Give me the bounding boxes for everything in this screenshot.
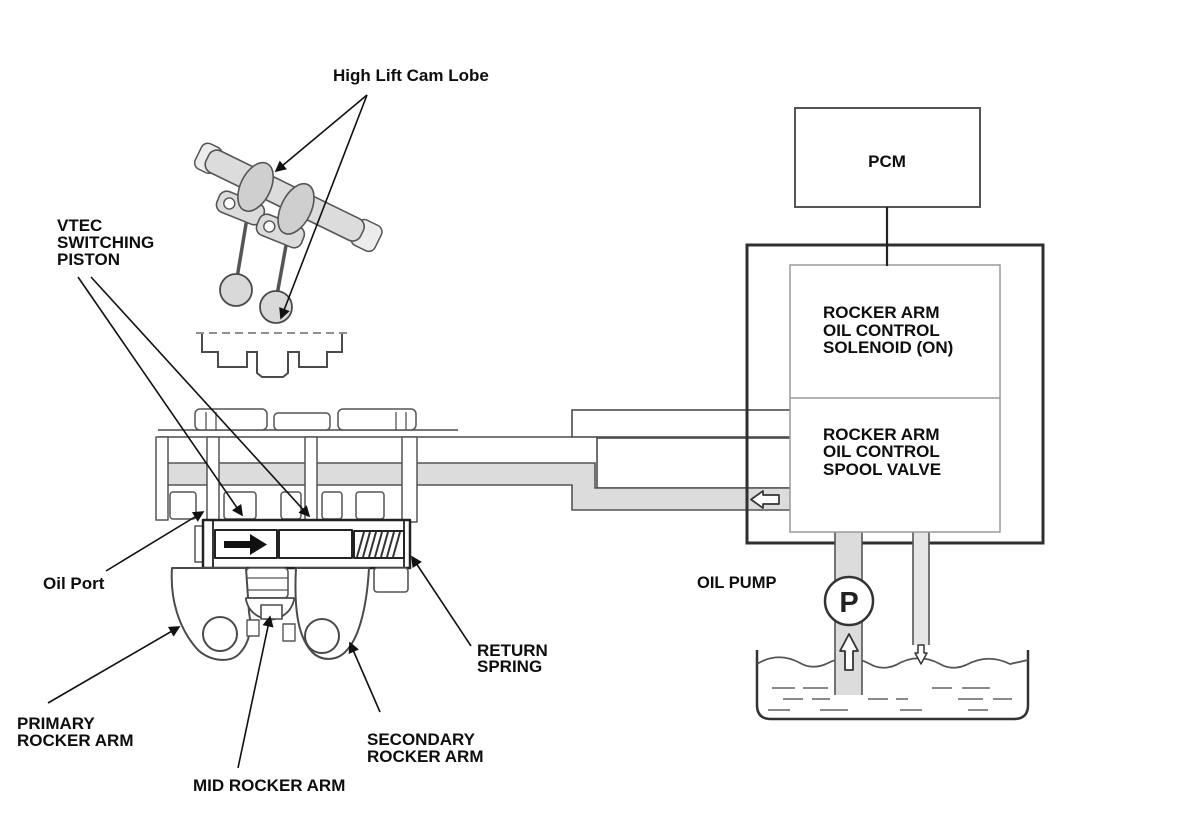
arm-clip: [246, 619, 260, 637]
oil-pan-outline: [755, 650, 1030, 721]
label-spool-valve: ROCKER ARM OIL CONTROL SPOOL VALVE: [823, 425, 941, 479]
label-line: OIL CONTROL: [823, 442, 940, 461]
pointer-primary-rocker-arm: [47, 626, 181, 704]
label-primary-rocker-arm: PRIMARY ROCKER ARM: [17, 714, 133, 750]
rocker-body-detail: [169, 491, 197, 520]
pointer-arrows: [47, 94, 472, 769]
oil-channel: [304, 436, 318, 523]
rocker-arm-assembly: [155, 408, 572, 661]
return-chamber: [596, 437, 801, 489]
secondary-rocker-arm-hole: [304, 618, 340, 654]
label-line: RETURN: [477, 641, 548, 660]
return-spring-coil: [353, 530, 405, 559]
label-line: PISTON: [57, 250, 120, 269]
label-line: ROCKER ARM: [823, 303, 939, 322]
pcm-box: [794, 107, 981, 208]
rocker-body-detail: [321, 491, 343, 520]
return-oil-passages: [571, 409, 801, 489]
label-line: SOLENOID (ON): [823, 338, 953, 357]
valve-head: [219, 273, 253, 307]
label-return-spring: RETURN SPRING: [477, 641, 548, 676]
label-line: ROCKER ARM: [17, 731, 133, 750]
primary-rocker-arm-hole: [202, 616, 238, 652]
label-pcm: PCM: [868, 152, 906, 171]
arm-clip: [282, 623, 296, 642]
label-line: SWITCHING: [57, 233, 154, 252]
label-mid-rocker-arm: MID ROCKER ARM: [193, 776, 345, 795]
vtec-switching-piston-b: [278, 529, 353, 559]
label-line: SPOOL VALVE: [823, 460, 941, 479]
head-cross-section: [201, 334, 343, 378]
oil-texture-dashes: [768, 687, 1012, 711]
flow-arrow-down-icon: [914, 644, 928, 665]
rocker-body-detail: [355, 491, 385, 520]
mid-rocker-guide: [245, 567, 289, 599]
pointer-vtec-piston-1: [77, 276, 243, 517]
upper-return-pipe: [571, 409, 801, 438]
label-line: PRIMARY: [17, 714, 95, 733]
oil-channel: [401, 436, 418, 523]
valve-stem: [275, 239, 289, 296]
piston-pressure-arrow-icon: [224, 534, 267, 555]
drain-pipe: [912, 528, 930, 645]
label-oil-pump: OIL PUMP: [697, 574, 776, 592]
valve-stem: [235, 217, 249, 279]
pointer-high-lift-cam-lobe-1: [274, 94, 368, 173]
mid-rocker-pad: [260, 604, 283, 620]
label-line: OIL CONTROL: [823, 321, 940, 340]
valve-head: [259, 290, 293, 324]
solenoid-spool-box: [789, 264, 1001, 533]
high-lift-cam-lobe-shape: [237, 161, 275, 212]
oil-pan: [755, 650, 1030, 721]
camshaft-illustration: [193, 142, 383, 324]
high-lift-cam-lobe-shape: [277, 182, 315, 235]
secondary-arm-bracket: [373, 567, 409, 593]
control-unit-box: [745, 243, 1045, 545]
oil-pump-symbol: P: [823, 575, 875, 627]
label-line: SPRING: [477, 657, 542, 676]
flow-arrow-up-icon: [839, 633, 859, 671]
oil-pump-letter: P: [839, 587, 858, 619]
label-line: ROCKER ARM: [367, 747, 483, 766]
pointer-mid-rocker-arm: [237, 615, 274, 769]
label-line: VTEC: [57, 216, 102, 235]
cylinder-head-profile: [196, 332, 348, 378]
label-line: ROCKER ARM: [823, 425, 939, 444]
label-oil-port: Oil Port: [43, 574, 105, 593]
pointer-vtec-piston-2: [90, 276, 311, 518]
shaft-holder-pillar: [155, 436, 169, 521]
rocker-top-profile: [337, 408, 417, 431]
pointer-return-spring: [411, 555, 472, 647]
label-vtec-switching-piston: VTEC SWITCHING PISTON: [57, 216, 154, 269]
label-solenoid: ROCKER ARM OIL CONTROL SOLENOID (ON): [823, 303, 953, 357]
pointer-secondary-rocker-arm: [348, 641, 381, 713]
rocker-top-profile: [273, 412, 331, 431]
label-secondary-rocker-arm: SECONDARY ROCKER ARM: [367, 730, 483, 766]
flow-arrow-left-icon: [750, 490, 780, 509]
label-high-lift-cam-lobe: High Lift Cam Lobe: [333, 66, 489, 85]
oil-surface-wave: [756, 656, 1029, 669]
label-line: SECONDARY: [367, 730, 476, 749]
pointer-high-lift-cam-lobe-2: [279, 94, 368, 320]
camshaft: [193, 142, 383, 253]
pointer-oil-port: [105, 511, 205, 572]
